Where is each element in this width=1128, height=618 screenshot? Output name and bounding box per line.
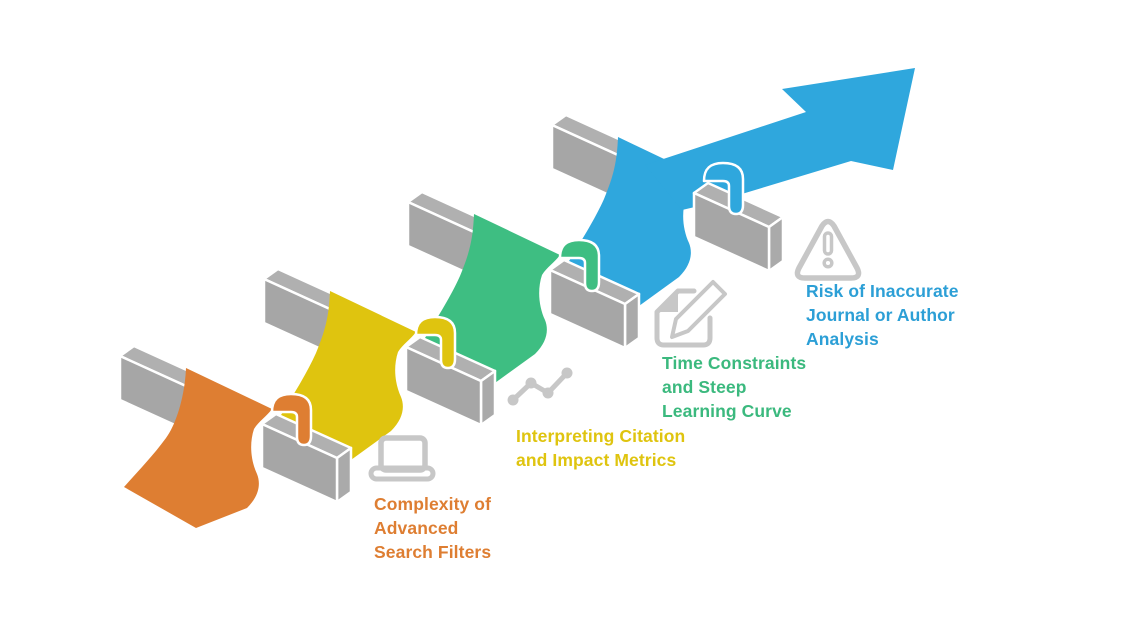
stage-2-label: Interpreting Citation and Impact Metrics (516, 426, 686, 470)
arrow-shape (645, 68, 915, 210)
laptop-icon (368, 435, 436, 482)
stage-3-label: Time Constraints and Steep Learning Curv… (662, 353, 807, 421)
edit-note-icon (654, 280, 727, 348)
stage-4-group (550, 68, 915, 311)
warning-icon (794, 218, 862, 281)
stage-1-label: Complexity of Advanced Search Filters (374, 494, 492, 562)
line-chart-icon (507, 367, 573, 406)
stage-4-label: Risk of Inaccurate Journal or Author Ana… (806, 281, 959, 349)
